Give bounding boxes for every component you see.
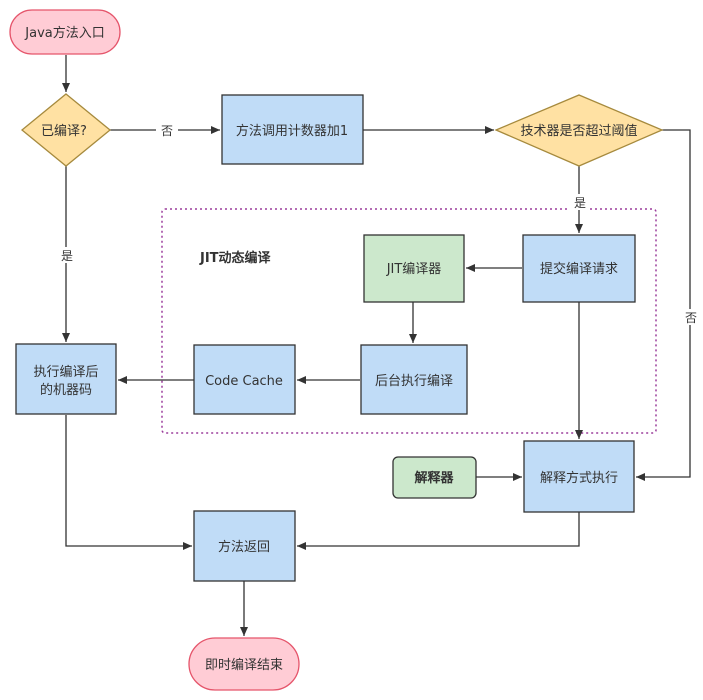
edge-exec-to-return — [65, 415, 192, 550]
start-node-label: Java方法入口 — [24, 25, 104, 41]
exec-machine-code-label-1: 执行编译后 — [33, 365, 98, 380]
jit-compiler-label: JIT编译器 — [386, 262, 442, 277]
end-node[interactable]: 即时编译结束 — [188, 637, 300, 691]
exec-machine-code-node[interactable]: 执行编译后 的机器码 — [15, 343, 117, 415]
code-cache-label: Code Cache — [205, 374, 283, 389]
exec-machine-code-label-2: 的机器码 — [40, 382, 92, 398]
submit-request-node[interactable]: 提交编译请求 — [522, 234, 636, 303]
bg-compile-label: 后台执行编译 — [375, 374, 453, 389]
edge-threshold-no-to-interpret — [636, 129, 691, 481]
edges — [62, 55, 691, 636]
interpreter-node[interactable]: 解释器 — [392, 456, 477, 499]
jit-group-title: JIT动态编译 — [199, 250, 272, 266]
jit-group-border — [161, 208, 657, 434]
threshold-check-node[interactable]: 技术器是否超过阈值 — [494, 94, 664, 167]
bg-compile-node[interactable]: 后台执行编译 — [360, 344, 468, 415]
method-return-label: 方法返回 — [218, 539, 270, 555]
interpret-exec-node[interactable]: 解释方式执行 — [523, 440, 635, 513]
edge-interpret-to-return — [297, 512, 580, 550]
edge-label-yes-threshold: 是 — [574, 196, 586, 210]
counter-node[interactable]: 方法调用计数器加1 — [221, 94, 364, 165]
threshold-check-label: 技术器是否超过阈值 — [520, 123, 637, 139]
interpreter-label: 解释器 — [413, 470, 454, 486]
counter-label: 方法调用计数器加1 — [236, 123, 348, 139]
interpret-exec-label: 解释方式执行 — [540, 470, 618, 486]
edge-label-yes-compiled: 是 — [61, 249, 73, 263]
edge-label-no-threshold: 否 — [685, 311, 697, 325]
start-node[interactable]: Java方法入口 — [9, 9, 121, 55]
compiled-check-label: 已编译? — [41, 124, 87, 139]
submit-request-label: 提交编译请求 — [540, 261, 618, 277]
code-cache-node[interactable]: Code Cache — [193, 344, 296, 415]
end-node-label: 即时编译结束 — [205, 658, 283, 673]
edge-label-no-compiled: 否 — [161, 124, 173, 138]
compiled-check-node[interactable]: 已编译? — [20, 93, 112, 167]
jit-compiler-node[interactable]: JIT编译器 — [363, 234, 465, 303]
method-return-node[interactable]: 方法返回 — [193, 510, 296, 582]
